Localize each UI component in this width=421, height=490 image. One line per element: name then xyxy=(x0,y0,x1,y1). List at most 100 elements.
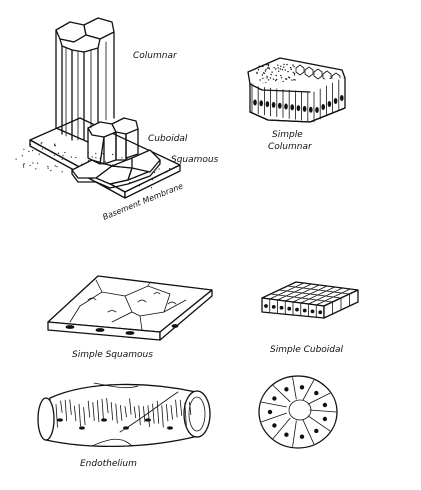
label-cuboidal: Cuboidal xyxy=(148,134,188,144)
apical-dot xyxy=(268,79,270,81)
nucleus xyxy=(321,104,326,111)
cell-boundary xyxy=(292,420,297,448)
nucleus xyxy=(271,101,276,108)
membrane-dot xyxy=(56,166,58,168)
membrane-dot xyxy=(32,162,34,164)
nucleus xyxy=(145,418,151,422)
hatch-line xyxy=(152,403,155,424)
hatch-line xyxy=(147,405,150,428)
membrane-dot xyxy=(40,143,42,145)
apical-cell xyxy=(295,64,305,76)
apical-dot xyxy=(280,74,282,77)
nucleus xyxy=(299,434,305,439)
membrane-dot xyxy=(151,179,153,181)
membrane-dot xyxy=(95,157,97,159)
membrane-dot xyxy=(30,143,32,146)
hatch-line xyxy=(142,406,146,423)
apical-dot xyxy=(263,72,266,75)
simple-columnar-figure: Simple Columnar xyxy=(247,57,346,152)
membrane-dot xyxy=(91,156,93,158)
membrane-dot xyxy=(54,143,56,145)
nucleus xyxy=(57,418,63,422)
membrane-dot xyxy=(70,156,72,158)
membrane-dot xyxy=(28,150,30,153)
nucleus xyxy=(259,100,264,107)
label-simple-columnar-2: Columnar xyxy=(268,142,313,152)
nucleus xyxy=(167,426,173,430)
hatch-line xyxy=(161,405,164,428)
label-squamous: Squamous xyxy=(171,155,219,165)
membrane-dot xyxy=(61,158,63,160)
membrane-dot xyxy=(38,153,40,155)
apical-dot xyxy=(267,65,270,67)
membrane-dot xyxy=(53,154,56,156)
membrane-dot xyxy=(50,170,52,172)
apical-dot xyxy=(264,70,267,72)
apical-dot xyxy=(287,70,289,73)
apical-dot xyxy=(280,77,283,79)
nucleus xyxy=(284,387,289,392)
squamous-cells-block xyxy=(71,149,161,189)
apical-dot xyxy=(275,79,277,82)
apical-cell xyxy=(304,66,314,78)
membrane-dot xyxy=(58,152,60,154)
grid-line xyxy=(315,288,351,306)
apical-dot xyxy=(272,78,275,80)
apical-dot xyxy=(281,68,283,71)
grid-line xyxy=(269,282,305,300)
apical-cell xyxy=(313,68,323,80)
hatch-line xyxy=(87,400,91,418)
nucleus xyxy=(318,310,323,315)
apical-dot xyxy=(292,71,294,74)
membrane-dot xyxy=(45,148,47,150)
membrane-dot xyxy=(150,187,153,189)
cell-boundary xyxy=(307,415,331,432)
nucleus xyxy=(101,418,107,422)
nucleus xyxy=(333,98,338,105)
hatch-line xyxy=(165,403,169,422)
cell-boundary xyxy=(292,376,297,400)
apical-dot xyxy=(277,67,279,69)
apical-dot xyxy=(293,79,295,81)
hatch-line xyxy=(115,403,118,424)
label-simple-squamous: Simple Squamous xyxy=(72,350,153,360)
cell-boundary xyxy=(302,419,315,445)
membrane-dot xyxy=(54,144,56,146)
apical-dot xyxy=(262,65,264,67)
nucleus xyxy=(272,423,277,428)
apical-dot xyxy=(291,79,293,81)
apical-dot xyxy=(279,68,281,70)
apical-dot xyxy=(286,63,288,66)
hatch-line xyxy=(106,397,109,414)
nucleus xyxy=(322,402,328,408)
membrane-dot xyxy=(61,171,63,173)
nucleus xyxy=(284,103,288,110)
apical-dot xyxy=(293,65,295,68)
apical-dot xyxy=(269,77,272,79)
apical-dot xyxy=(267,67,269,69)
hatch-line xyxy=(83,407,86,426)
apical-dot xyxy=(271,71,273,73)
apical-dot xyxy=(288,76,290,78)
cell-boundary xyxy=(261,401,287,408)
apical-dot xyxy=(261,74,264,76)
cell-boundary xyxy=(307,392,331,405)
apical-dot xyxy=(280,65,282,68)
nucleus xyxy=(295,307,299,312)
membrane-dot xyxy=(22,164,24,166)
membrane-dot xyxy=(158,168,160,170)
membrane-dot xyxy=(15,158,17,160)
hatch-line xyxy=(55,404,58,428)
membrane-dot xyxy=(154,171,156,174)
nucleus xyxy=(314,390,319,396)
apical-dot xyxy=(256,71,258,74)
apical-dot xyxy=(283,66,285,68)
cell-boundary xyxy=(272,417,291,439)
apical-dot xyxy=(270,73,272,76)
apical-dot xyxy=(292,64,294,66)
apical-dot xyxy=(284,69,286,71)
apical-dot xyxy=(268,67,270,69)
membrane-dot xyxy=(23,163,25,165)
cell-boundary xyxy=(272,385,291,403)
